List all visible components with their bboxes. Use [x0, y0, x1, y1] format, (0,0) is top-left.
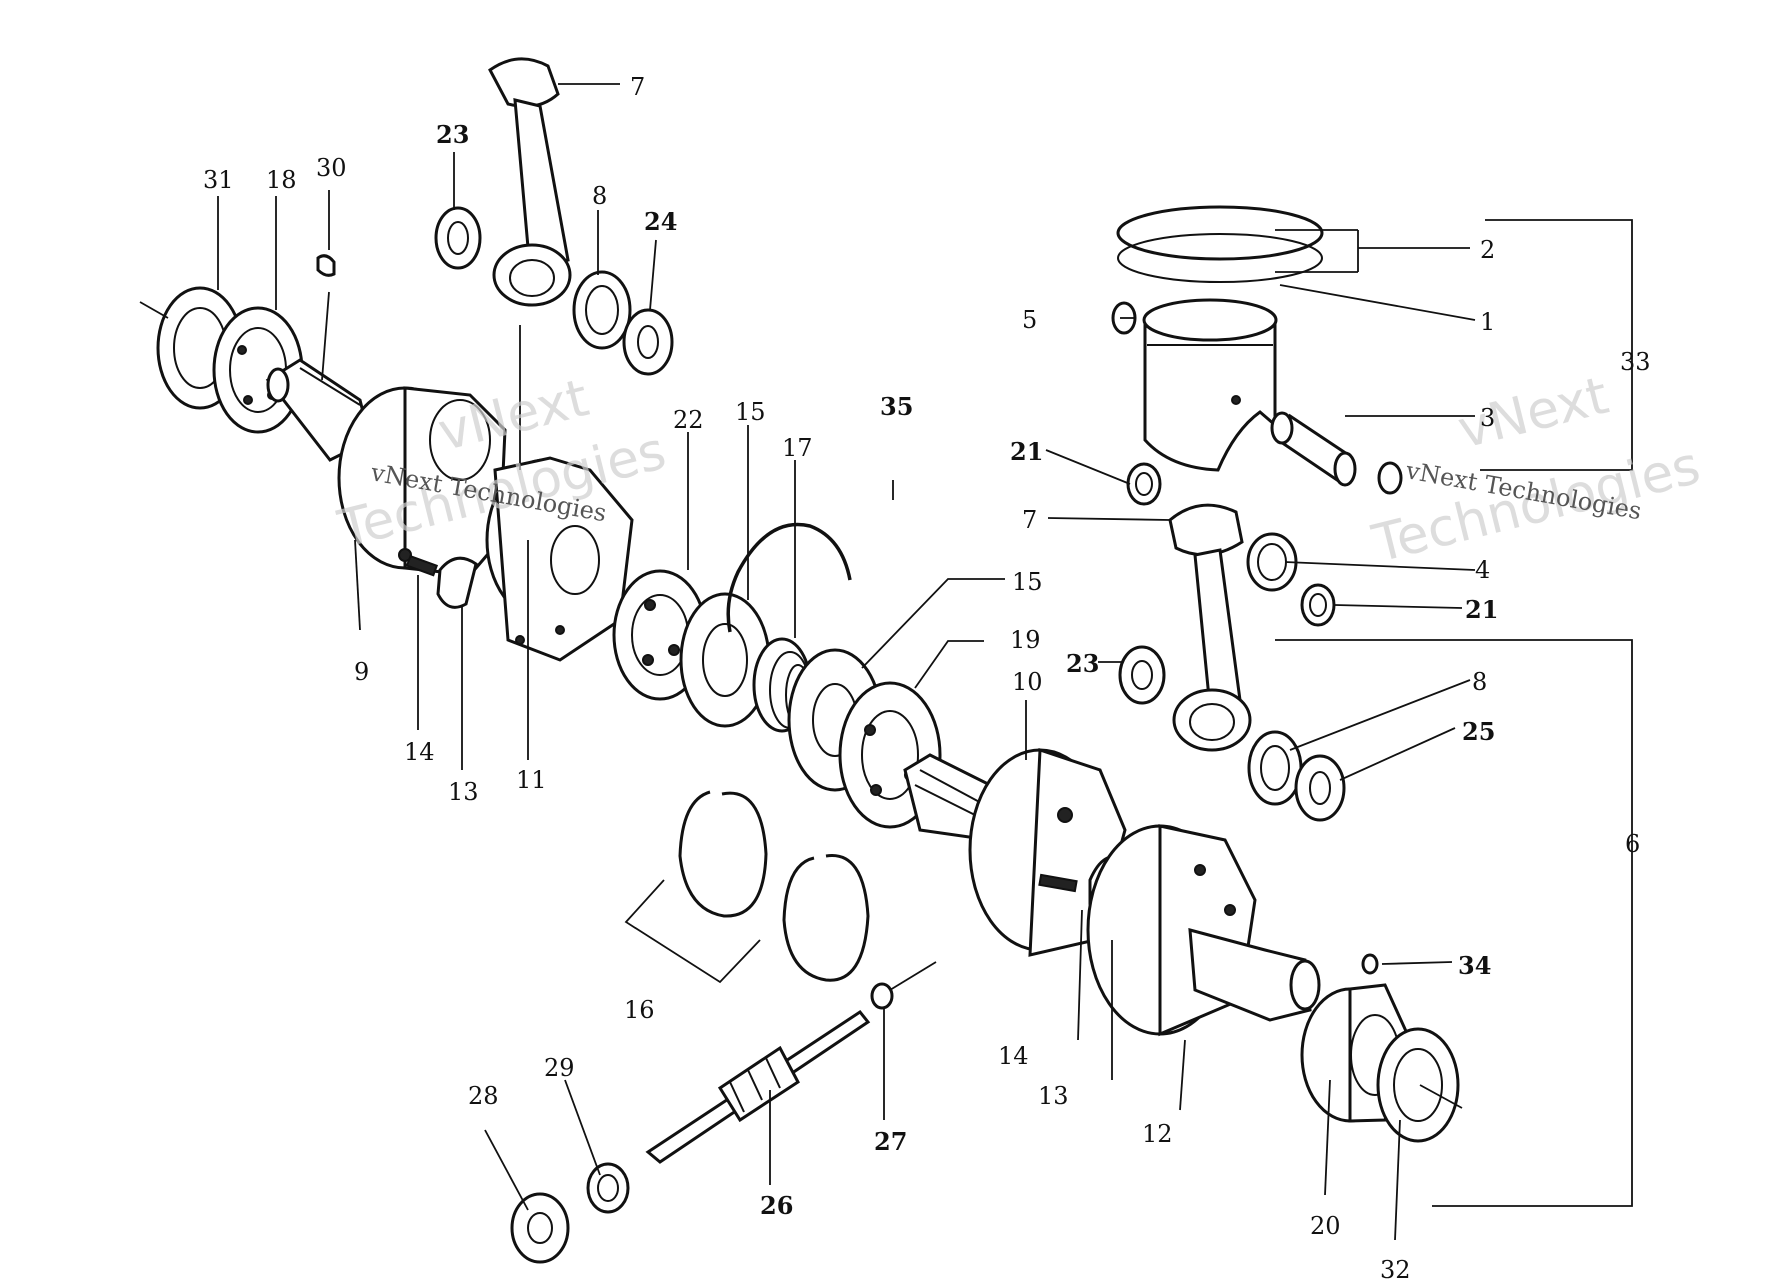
- pin-34: [1361, 953, 1379, 975]
- label-34: 34: [1458, 951, 1491, 980]
- needle-bearing-8-top: [572, 270, 632, 350]
- label-18: 18: [266, 166, 297, 194]
- left-crank-wheel-9: [337, 386, 507, 577]
- label-11: 11: [516, 766, 547, 794]
- label-14-left: 14: [404, 738, 435, 766]
- label-14-right: 14: [998, 1042, 1029, 1070]
- label-30: 30: [316, 154, 347, 182]
- label-13-left: 13: [448, 778, 479, 806]
- connecting-rod-7-top: [488, 57, 572, 307]
- label-8-right: 8: [1472, 668, 1487, 696]
- part-labels: 31 18 30 23 7 8 24 22 15 17 35 15 19 10 …: [203, 73, 1651, 1280]
- label-15-left: 15: [735, 398, 766, 426]
- label-7-top: 7: [630, 73, 645, 101]
- label-20: 20: [1310, 1212, 1341, 1240]
- label-1: 1: [1480, 308, 1495, 336]
- right-output-shaft: [1188, 928, 1321, 1022]
- label-2: 2: [1480, 236, 1495, 264]
- washer-25: [1294, 754, 1346, 822]
- oil-seal-32: [1376, 1027, 1463, 1143]
- needle-bearing-8-right: [1247, 730, 1303, 806]
- washer-27: [870, 961, 937, 1010]
- label-19: 19: [1010, 626, 1041, 654]
- label-3: 3: [1480, 404, 1495, 432]
- gear-28: [510, 1192, 570, 1264]
- piston-rings-16: [678, 790, 870, 982]
- washer-24: [622, 308, 674, 376]
- circlip-35: [726, 522, 852, 633]
- label-23-top: 23: [436, 120, 469, 149]
- circlip-right: [1377, 461, 1403, 495]
- label-31: 31: [203, 166, 234, 194]
- label-23-right: 23: [1066, 649, 1099, 678]
- label-9: 9: [354, 658, 369, 686]
- piston-1: [1142, 298, 1278, 472]
- woodruff-key-30: [316, 254, 336, 277]
- thrust-washer-13-left: [436, 556, 478, 609]
- bearing-29: [586, 1162, 630, 1214]
- washer-23-right: [1118, 645, 1166, 705]
- label-16: 16: [624, 996, 655, 1024]
- label-21-bottom: 21: [1465, 595, 1498, 624]
- piston-pin-3: [1270, 411, 1357, 487]
- label-29: 29: [544, 1054, 575, 1082]
- label-7-right: 7: [1022, 506, 1037, 534]
- watermark-brand-right: vNext: [1452, 366, 1614, 461]
- connecting-rod-7-right: [1168, 503, 1252, 752]
- label-5: 5: [1022, 306, 1037, 334]
- label-6: 6: [1625, 830, 1640, 858]
- crank-pin-14-right: [1038, 873, 1078, 893]
- label-21-top: 21: [1010, 437, 1043, 466]
- label-13-right: 13: [1038, 1082, 1069, 1110]
- bearing-21-bottom: [1300, 583, 1336, 627]
- label-22: 22: [673, 406, 704, 434]
- leader-lines: [217, 83, 1633, 1241]
- bearing-21-top: [1126, 462, 1162, 506]
- label-27: 27: [874, 1127, 907, 1156]
- label-4: 4: [1475, 556, 1490, 584]
- crank-wheel-11: [485, 456, 634, 662]
- label-8-top: 8: [592, 182, 607, 210]
- piston-rings-2: [1116, 205, 1324, 283]
- crank-pin-14: [405, 554, 439, 577]
- label-12: 12: [1142, 1120, 1173, 1148]
- watermark-right: vNext Technologies: [1366, 366, 1706, 575]
- label-35: 35: [880, 392, 913, 421]
- label-17: 17: [782, 434, 813, 462]
- label-10: 10: [1012, 668, 1043, 696]
- label-26: 26: [760, 1191, 793, 1220]
- label-28: 28: [468, 1082, 499, 1110]
- label-25: 25: [1462, 717, 1495, 746]
- washer-23-top: [434, 206, 482, 270]
- label-15-right: 15: [1012, 568, 1043, 596]
- label-24: 24: [644, 207, 677, 236]
- drive-shaft-26: [645, 1009, 871, 1164]
- label-33: 33: [1620, 348, 1651, 376]
- label-32: 32: [1380, 1256, 1411, 1280]
